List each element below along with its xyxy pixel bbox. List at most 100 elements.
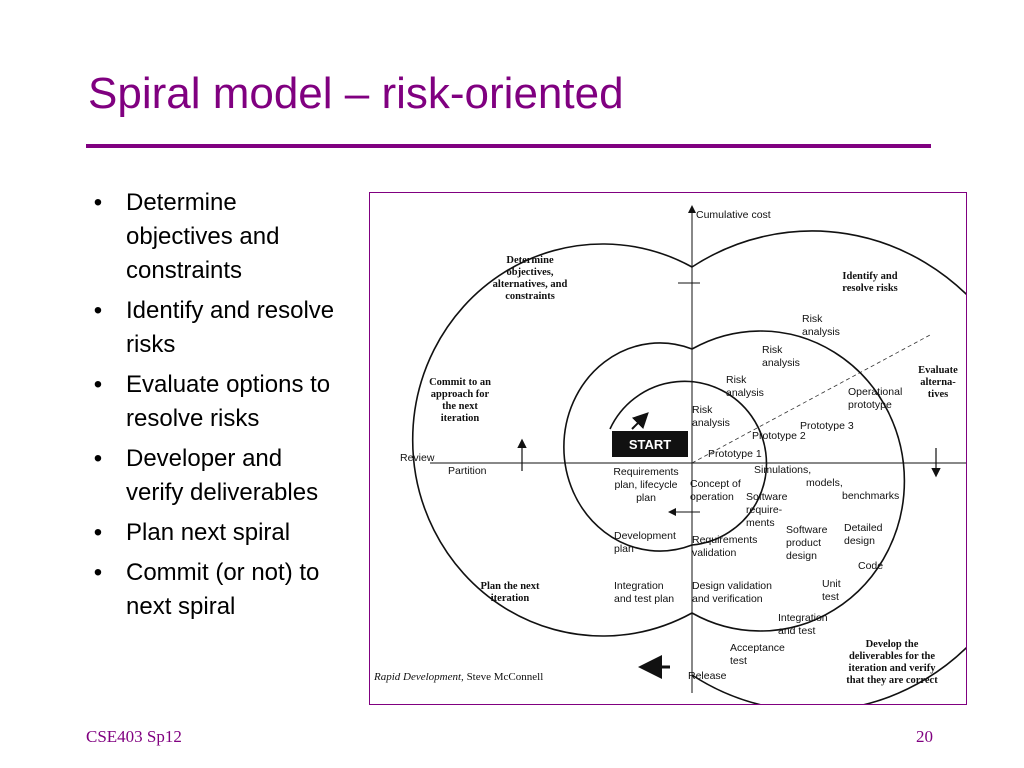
svg-text:require-: require- — [746, 504, 783, 516]
cumulative-cost-label: Cumulative cost — [696, 209, 771, 221]
spiral-ring-4 — [411, 243, 693, 637]
svg-text:Risk: Risk — [726, 374, 747, 386]
phase-evaluate: Evaluate alterna- tives — [918, 365, 958, 400]
svg-text:iteration: iteration — [441, 413, 480, 424]
svg-text:Plan the next: Plan the next — [481, 581, 540, 592]
diagonal-axis — [691, 334, 931, 464]
svg-text:prototype: prototype — [848, 399, 892, 411]
phase-plan: Plan the next iteration — [481, 581, 540, 604]
svg-text:Evaluate: Evaluate — [918, 365, 958, 376]
svg-text:Concept of: Concept of — [690, 478, 741, 490]
svg-text:that they are correct: that they are correct — [846, 675, 938, 686]
svg-text:Requirements: Requirements — [692, 534, 757, 546]
risk-analysis-1: Risk analysis — [692, 404, 730, 429]
svg-text:design: design — [844, 535, 875, 547]
bullet-item: •Evaluate options to resolve risks — [88, 368, 338, 436]
design-validation-label: Design validation and verification — [692, 580, 772, 605]
svg-text:Develop the: Develop the — [866, 639, 919, 650]
code-label: Code — [858, 560, 883, 572]
svg-text:objectives,: objectives, — [507, 267, 554, 278]
svg-text:analysis: analysis — [692, 417, 730, 429]
detailed-design-label: Detailed design — [844, 522, 883, 547]
svg-text:the next: the next — [442, 401, 478, 412]
svg-text:test: test — [822, 591, 839, 603]
bullet-dot: • — [93, 519, 103, 546]
svg-text:plan: plan — [636, 492, 656, 504]
operational-prototype-label: Operational prototype — [848, 386, 902, 411]
bullet-dot: • — [93, 297, 103, 324]
svg-text:design: design — [786, 550, 817, 562]
svg-text:deliverables for the: deliverables for the — [849, 651, 935, 662]
svg-text:Identify and: Identify and — [842, 271, 897, 282]
software-requirements-label: Software require- ments — [746, 491, 788, 529]
partition-label: Partition — [448, 465, 487, 477]
bullet-item: •Plan next spiral — [88, 516, 338, 550]
software-product-design-label: Software product design — [786, 524, 828, 562]
svg-text:Determine: Determine — [506, 255, 554, 266]
title-underline — [86, 144, 931, 148]
start-box — [612, 431, 688, 457]
svg-text:Detailed: Detailed — [844, 522, 883, 534]
svg-text:Development: Development — [614, 530, 676, 542]
svg-text:Risk: Risk — [802, 313, 823, 325]
svg-text:Operational: Operational — [848, 386, 902, 398]
bullet-list: •Determine objectives and constraints •I… — [88, 186, 338, 630]
bullet-item: •Developer and verify deliverables — [88, 442, 338, 510]
svg-text:and test: and test — [778, 625, 815, 637]
bullet-item: •Commit (or not) to next spiral — [88, 556, 338, 624]
start-label: START — [629, 437, 671, 452]
requirements-validation-label: Requirements validation — [692, 534, 757, 559]
integration-test-label: Integration and test — [778, 612, 828, 637]
svg-text:approach for: approach for — [431, 389, 490, 400]
svg-text:validation: validation — [692, 547, 737, 559]
acceptance-test-label: Acceptance test — [730, 642, 785, 667]
svg-text:benchmarks: benchmarks — [842, 490, 899, 502]
svg-text:ments: ments — [746, 517, 775, 529]
svg-text:Software: Software — [746, 491, 788, 503]
risk-analysis-3: Risk analysis — [762, 344, 800, 369]
risk-analysis-4: Risk analysis — [802, 313, 840, 338]
spiral-ring-2 — [563, 342, 693, 552]
prototype-1-label: Prototype 1 — [708, 448, 762, 460]
svg-text:Risk: Risk — [692, 404, 713, 416]
risk-analysis-2: Risk analysis — [726, 374, 764, 399]
svg-text:Integration: Integration — [778, 612, 828, 624]
phase-identify: Identify and resolve risks — [842, 271, 898, 294]
prototype-2-label: Prototype 2 — [752, 430, 806, 442]
spiral-model-figure: START Cumulative cost Review Partition D… — [369, 192, 967, 705]
unit-test-label: Unit test — [822, 578, 841, 603]
bullet-dot: • — [93, 371, 103, 398]
svg-text:analysis: analysis — [726, 387, 764, 399]
phase-commit: Commit to an approach for the next itera… — [429, 377, 491, 424]
svg-text:Software: Software — [786, 524, 828, 536]
spiral-ring-1 — [609, 380, 768, 546]
svg-text:tives: tives — [928, 389, 948, 400]
svg-text:plan, lifecycle: plan, lifecycle — [614, 479, 677, 491]
development-plan-label: Development plan — [614, 530, 676, 555]
release-label: Release — [688, 670, 727, 682]
figure-caption: Rapid Development, Steve McConnell — [373, 671, 543, 683]
svg-text:Simulations,: Simulations, — [754, 464, 811, 476]
svg-text:Acceptance: Acceptance — [730, 642, 785, 654]
svg-text:and verification: and verification — [692, 593, 763, 605]
bullet-dot: • — [93, 445, 103, 472]
svg-text:constraints: constraints — [505, 291, 555, 302]
slide-title: Spiral model – risk-oriented — [88, 69, 624, 118]
svg-text:plan: plan — [614, 543, 634, 555]
prototype-3-label: Prototype 3 — [800, 420, 854, 432]
svg-text:alterna-: alterna- — [920, 377, 956, 388]
integration-plan-label: Integration and test plan — [614, 580, 674, 605]
svg-text:product: product — [786, 537, 821, 549]
svg-text:Design validation: Design validation — [692, 580, 772, 592]
svg-text:Integration: Integration — [614, 580, 664, 592]
requirements-plan-label: Requirements plan, lifecycle plan — [613, 466, 678, 504]
svg-text:Risk: Risk — [762, 344, 783, 356]
start-arrow — [631, 412, 649, 430]
bullet-item: •Determine objectives and constraints — [88, 186, 338, 288]
svg-text:operation: operation — [690, 491, 734, 503]
course-footer: CSE403 Sp12 — [86, 727, 182, 746]
svg-text:iteration and verify: iteration and verify — [849, 663, 937, 674]
review-label: Review — [400, 452, 435, 464]
svg-text:analysis: analysis — [762, 357, 800, 369]
spiral-ring-3 — [691, 330, 906, 632]
